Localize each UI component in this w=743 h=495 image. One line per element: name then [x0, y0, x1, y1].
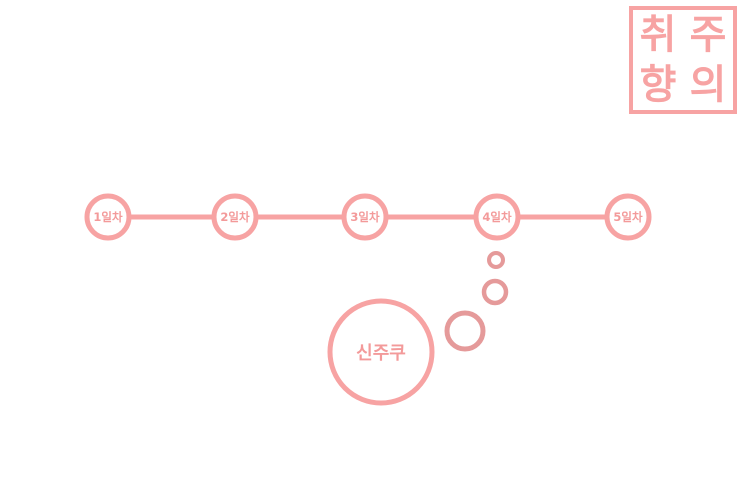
stamp-char-2: 주	[689, 12, 727, 58]
day-node-1[interactable]: 1일차	[84, 193, 132, 241]
title-stamp: 취 주 향 의	[629, 6, 737, 114]
stamp-char-3: 향	[639, 62, 677, 108]
day-node-2[interactable]: 2일차	[211, 193, 259, 241]
day-node-label: 4일차	[482, 210, 512, 224]
destination-label: 신주쿠	[356, 343, 406, 364]
day-node-label: 3일차	[350, 210, 380, 224]
destination-circle	[327, 298, 435, 406]
thought-dot-medium	[481, 278, 509, 306]
day-node-label: 2일차	[220, 210, 250, 224]
thought-dot-small	[487, 251, 505, 269]
day-node-circle	[341, 193, 389, 241]
thought-dot-large	[444, 310, 486, 352]
day-node-3[interactable]: 3일차	[341, 193, 389, 241]
destination-bubble[interactable]: 신주쿠	[327, 298, 435, 406]
day-node-circle	[473, 193, 521, 241]
day-node-circle	[84, 193, 132, 241]
stamp-char-4: 의	[689, 62, 727, 108]
day-node-5[interactable]: 5일차	[604, 193, 652, 241]
day-node-circle	[211, 193, 259, 241]
stamp-char-1: 취	[639, 12, 677, 58]
day-node-circle	[604, 193, 652, 241]
day-node-label: 1일차	[93, 210, 123, 224]
day-node-4[interactable]: 4일차	[473, 193, 521, 241]
day-node-label: 5일차	[613, 210, 643, 224]
